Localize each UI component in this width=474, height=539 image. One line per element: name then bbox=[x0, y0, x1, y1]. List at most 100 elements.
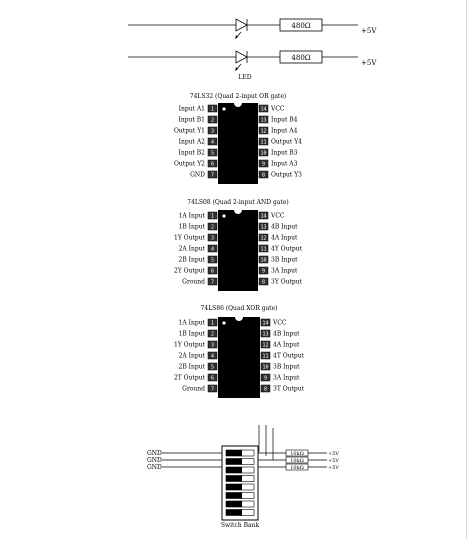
pullup-resistor-2-label: 10kΩ bbox=[290, 458, 304, 464]
pin-label: 2Y Output bbox=[174, 268, 206, 275]
pin-number: 12 bbox=[260, 236, 266, 242]
pin-label: 1B Input bbox=[179, 331, 206, 338]
pin-number: 2 bbox=[211, 225, 214, 231]
pin-label: Input A3 bbox=[271, 161, 298, 168]
pin-number: 9 bbox=[264, 376, 267, 382]
dip-switch[interactable] bbox=[225, 449, 255, 457]
pin-number: 10 bbox=[262, 365, 268, 371]
pin-right: 8 bbox=[258, 170, 269, 179]
pin-label: 4Y Output bbox=[271, 246, 303, 253]
pin-left: 6 bbox=[207, 159, 218, 168]
pin-left: 1 bbox=[207, 318, 218, 327]
pin-label: VCC bbox=[270, 106, 285, 113]
pin-label: Input B2 bbox=[179, 150, 206, 157]
pin-number: 3 bbox=[211, 236, 214, 242]
pin-number: 14 bbox=[260, 214, 266, 220]
pin-number: 13 bbox=[260, 118, 266, 124]
resistor-1-label: 480Ω bbox=[291, 22, 310, 30]
pin1-dot-icon bbox=[222, 107, 226, 111]
pin-left: 6 bbox=[207, 266, 218, 275]
pin-label: 3B Input bbox=[271, 257, 298, 264]
gnd-label-1: GND bbox=[147, 450, 162, 457]
pin-number: 5 bbox=[211, 258, 214, 264]
pin-right: 9 bbox=[258, 159, 269, 168]
dip-switch[interactable] bbox=[225, 458, 255, 465]
pin-right: 10 bbox=[260, 362, 271, 371]
pin-label: 2B Input bbox=[179, 364, 206, 371]
pin-label: Input B1 bbox=[179, 117, 205, 124]
dip-switch[interactable] bbox=[225, 483, 255, 491]
pin-left: 4 bbox=[207, 351, 218, 360]
pin-number: 11 bbox=[260, 140, 266, 146]
pin-number: 6 bbox=[211, 162, 214, 168]
pin-number: 2 bbox=[211, 332, 214, 338]
pin-number: 3 bbox=[211, 129, 214, 135]
pin-right: 13 bbox=[258, 115, 269, 124]
pin-label: 1B Input bbox=[179, 224, 206, 231]
dip-switch[interactable] bbox=[225, 475, 255, 482]
dip-switch[interactable] bbox=[225, 492, 255, 499]
led-row-2: 480Ω +5V LED bbox=[128, 50, 377, 81]
pin-number: 9 bbox=[262, 269, 265, 275]
pin-label: Output Y2 bbox=[174, 161, 205, 168]
switch-bank-body bbox=[221, 445, 259, 521]
pin-label: 4B Input bbox=[271, 224, 298, 231]
pin-label: Input B4 bbox=[271, 117, 298, 124]
pin-left: 3 bbox=[207, 233, 218, 242]
pin-number: 12 bbox=[262, 343, 268, 349]
pin-number: 7 bbox=[211, 280, 214, 286]
pin-label: 1Y Output bbox=[174, 235, 206, 242]
pin-right: 12 bbox=[260, 340, 271, 349]
pin-label: 4T Output bbox=[273, 353, 305, 360]
pin-left: 7 bbox=[207, 384, 218, 393]
pin-left: 1 bbox=[207, 211, 218, 220]
pin-left: 7 bbox=[207, 170, 218, 179]
pin-number: 1 bbox=[211, 107, 214, 113]
pin-number: 8 bbox=[262, 173, 265, 179]
pin-right: 13 bbox=[260, 329, 271, 338]
led-row-1: 480Ω +5V bbox=[128, 18, 377, 39]
pin-number: 9 bbox=[262, 162, 265, 168]
pin-label: Input A4 bbox=[271, 128, 298, 135]
pin-number: 8 bbox=[264, 387, 267, 393]
pin-right: 14 bbox=[260, 318, 271, 327]
pin-left: 7 bbox=[207, 277, 218, 286]
pin-number: 14 bbox=[262, 321, 268, 327]
pin-right: 11 bbox=[258, 244, 269, 253]
chip-title: 74LS08 (Quad 2-input AND gate) bbox=[187, 199, 288, 206]
pin-label: Output Y3 bbox=[271, 172, 302, 179]
pin-right: 11 bbox=[260, 351, 271, 360]
pin-label: 1A Input bbox=[179, 213, 206, 220]
pin-left: 2 bbox=[207, 222, 218, 231]
pin-number: 6 bbox=[211, 269, 214, 275]
pullup-supply-3: +5V bbox=[328, 465, 339, 471]
dip-switch[interactable] bbox=[225, 466, 255, 474]
pin1-dot-icon bbox=[222, 214, 226, 218]
pin-label: Input A1 bbox=[179, 106, 205, 113]
pullup-supply-1: +5V bbox=[328, 451, 339, 457]
pin-left: 6 bbox=[207, 373, 218, 382]
pin-left: 3 bbox=[207, 340, 218, 349]
pin-left: 5 bbox=[207, 148, 218, 157]
pin-label: 3A Input bbox=[273, 375, 300, 382]
chip-74ls08: 74LS08 (Quad 2-input AND gate) 11A Input 2… bbox=[174, 199, 303, 291]
pin-left: 4 bbox=[207, 137, 218, 146]
pin-number: 3 bbox=[211, 343, 214, 349]
pin-right: 10 bbox=[258, 255, 269, 264]
pin-label: GND bbox=[190, 172, 205, 179]
pin-label: Input A2 bbox=[179, 139, 206, 146]
dip-switch[interactable] bbox=[225, 509, 255, 516]
pin-label: Ground bbox=[182, 279, 205, 286]
pin-number: 10 bbox=[260, 151, 266, 157]
dip-switch[interactable] bbox=[225, 500, 255, 508]
led-2-icon bbox=[235, 50, 248, 64]
gnd-label-2: GND bbox=[147, 457, 162, 464]
pullup-supply-2: +5V bbox=[328, 458, 339, 464]
pin-left: 5 bbox=[207, 362, 218, 371]
pin-right: 9 bbox=[260, 373, 271, 382]
pin-number: 5 bbox=[211, 151, 214, 157]
pin-right: 12 bbox=[258, 126, 269, 135]
